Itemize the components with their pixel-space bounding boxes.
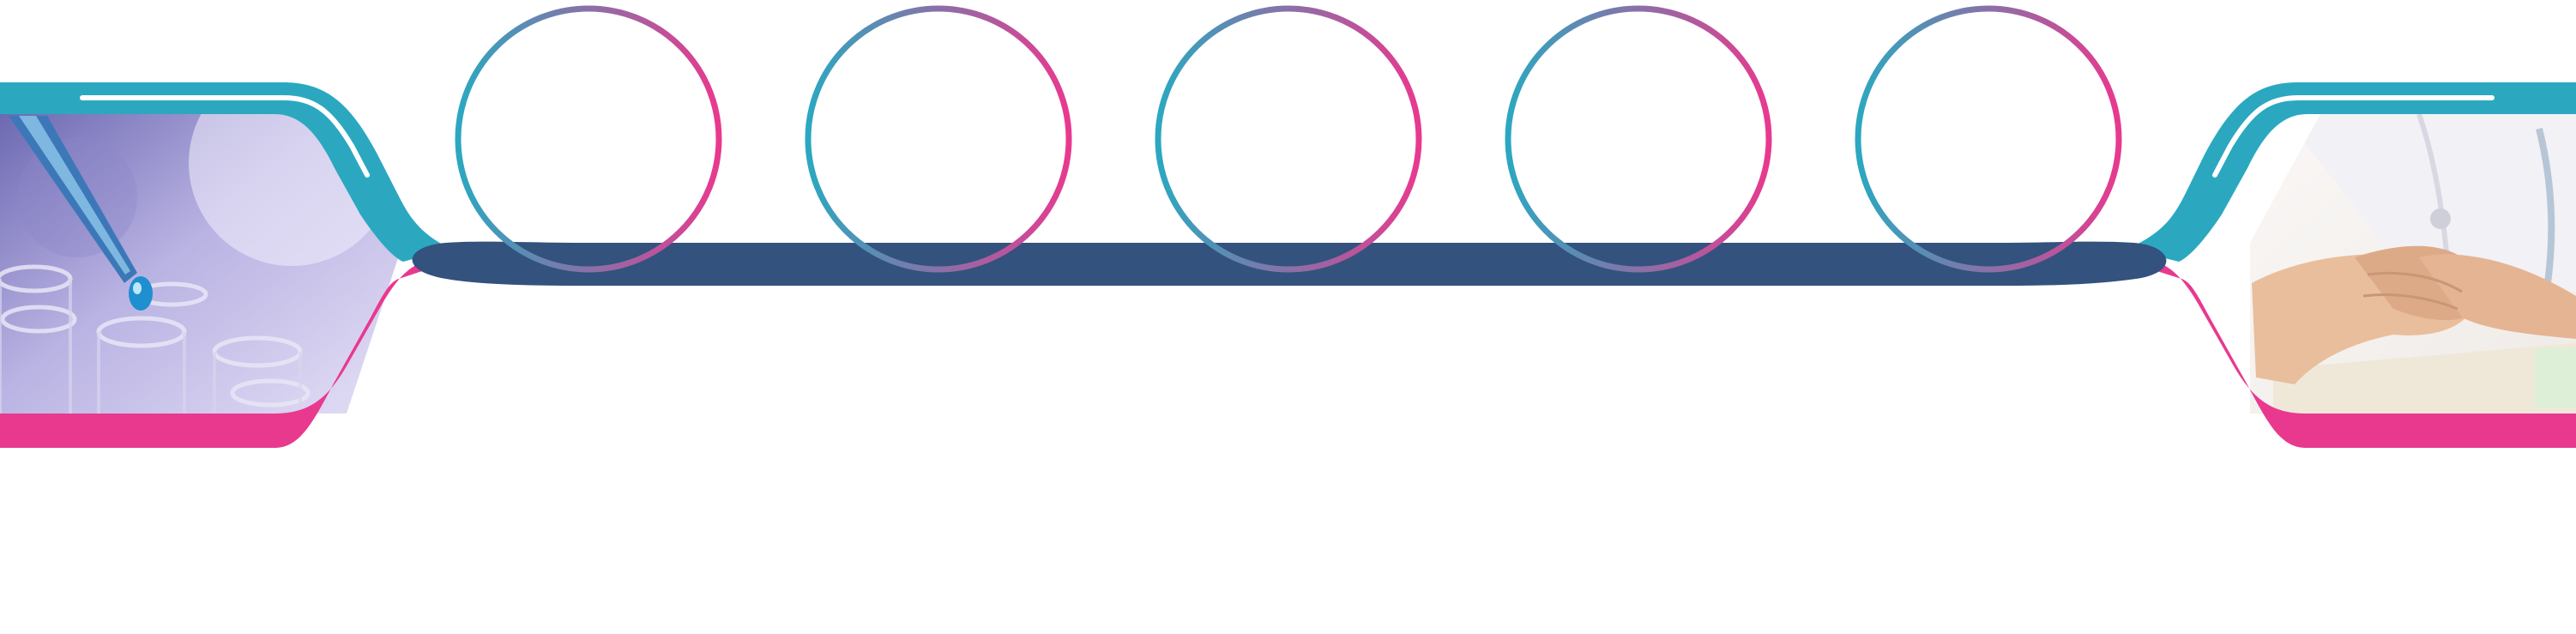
timeline-nodes — [455, 5, 2122, 273]
timeline-node-ring — [1505, 5, 1772, 273]
timeline-node-1 — [455, 5, 722, 273]
timeline-node-4 — [1505, 5, 1772, 273]
timeline-bar — [412, 241, 2167, 286]
timeline-node-ring — [455, 5, 722, 273]
pipette-icon — [9, 116, 153, 311]
timeline-node-2 — [805, 5, 1072, 273]
timeline-node-5 — [1855, 5, 2122, 273]
timeline-node-3 — [1155, 5, 1422, 273]
doctor-holding-patient-hands-photo — [2250, 114, 2576, 414]
timeline-node-ring — [805, 5, 1072, 273]
timeline-node-ring — [1155, 5, 1422, 273]
right-photo-panel — [2127, 82, 2576, 448]
timeline-node-ring — [1855, 5, 2122, 273]
left-photo-panel — [0, 82, 450, 448]
